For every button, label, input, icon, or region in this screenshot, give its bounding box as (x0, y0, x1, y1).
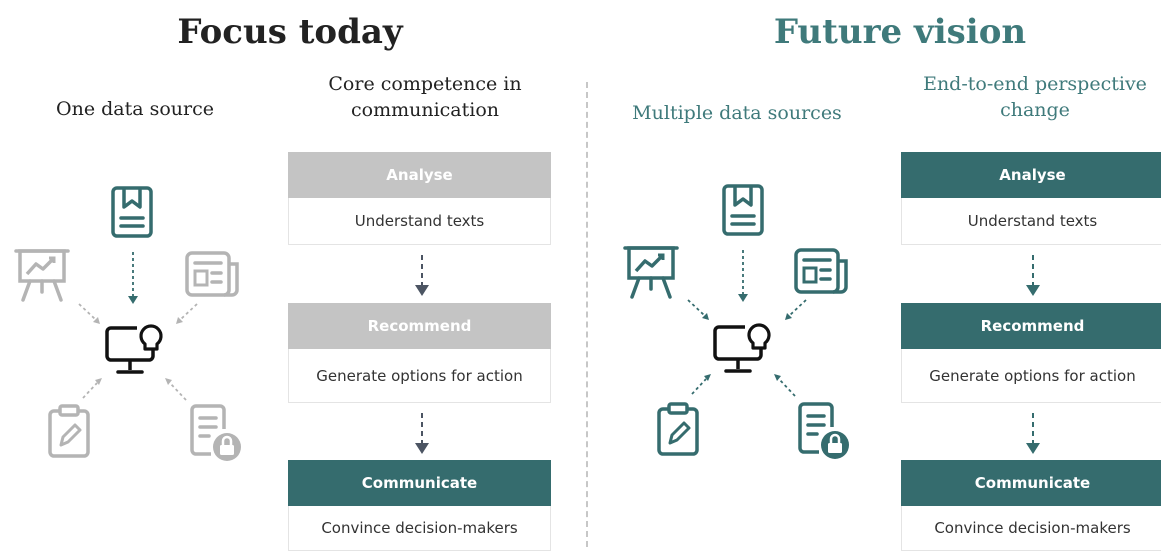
right-flow-3: Communicate Convince decision-makers (901, 460, 1161, 551)
left-sources-label: One data source (56, 98, 214, 120)
clipboard-pen-icon-right (655, 401, 701, 457)
document-lock-icon (189, 403, 245, 463)
presentation-chart-icon-right (623, 245, 679, 301)
right-step-analyse: Analyse (901, 152, 1161, 198)
right-step-recommend-body: Generate options for action (901, 349, 1161, 403)
right-flow: Analyse Understand texts (901, 152, 1161, 245)
computer-lightbulb-icon (103, 318, 165, 378)
left-title: Focus today (177, 12, 403, 52)
left-competence-label: Core competence in communication (328, 73, 522, 121)
right-step-communicate: Communicate (901, 460, 1161, 506)
newspaper-icon (184, 250, 242, 298)
left-flow-3: Communicate Convince decision-makers (288, 460, 551, 551)
left-arrow-1 (415, 255, 429, 296)
presentation-chart-icon (14, 248, 70, 304)
right-sources-label: Multiple data sources (632, 102, 842, 124)
right-step-recommend: Recommend (901, 303, 1161, 349)
document-lock-icon-right (797, 401, 853, 461)
left-step-analyse-body: Understand texts (288, 198, 551, 245)
clipboard-pen-icon (46, 403, 92, 459)
left-flow: Analyse Understand texts (288, 152, 551, 245)
computer-lightbulb-icon-right (711, 317, 773, 377)
right-title: Future vision (773, 12, 1027, 52)
newspaper-icon-right (793, 247, 851, 295)
section-divider (586, 82, 588, 547)
left-arrow-2 (415, 413, 429, 454)
left-step-recommend-body: Generate options for action (288, 349, 551, 403)
left-flow-2: Recommend Generate options for action (288, 303, 551, 403)
left-step-communicate-body: Convince decision-makers (288, 506, 551, 551)
left-source-arrows (78, 252, 198, 401)
left-step-recommend: Recommend (288, 303, 551, 349)
right-step-communicate-body: Convince decision-makers (901, 506, 1161, 551)
left-step-communicate: Communicate (288, 460, 551, 506)
right-step-analyse-body: Understand texts (901, 198, 1161, 245)
right-competence-label: End-to-end perspective change (923, 73, 1147, 121)
left-step-analyse: Analyse (288, 152, 551, 198)
right-arrow-2 (1026, 413, 1040, 454)
right-source-arrows (687, 250, 807, 397)
right-flow-2: Recommend Generate options for action (901, 303, 1161, 403)
document-bookmark-icon (110, 185, 156, 241)
document-bookmark-icon-right (721, 183, 767, 239)
right-arrow-1 (1026, 255, 1040, 296)
